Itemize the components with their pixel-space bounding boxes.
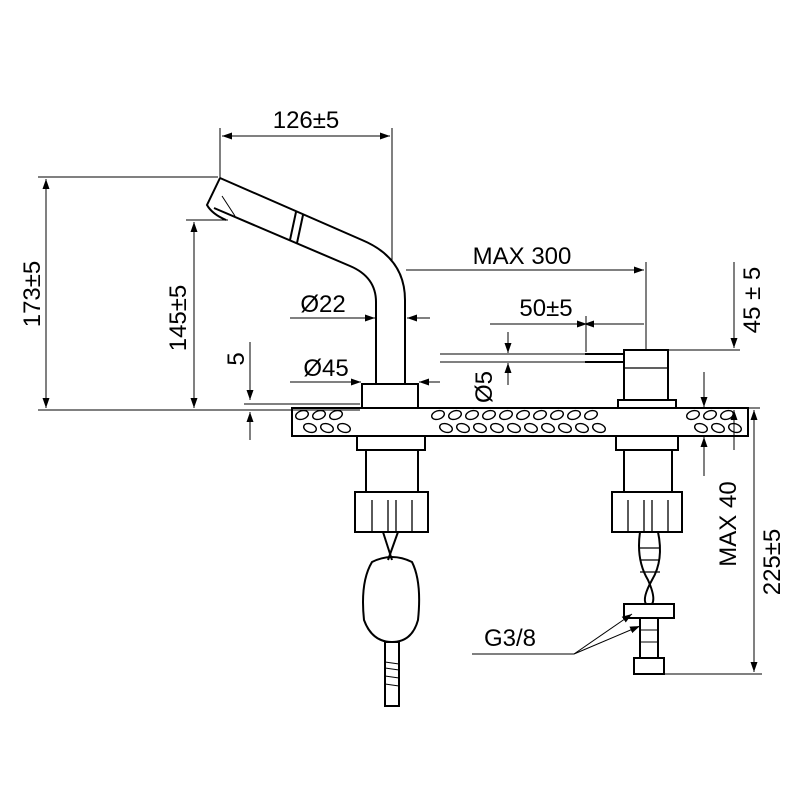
hatch-hole — [591, 422, 607, 434]
hatch-hole — [540, 422, 556, 434]
hatch-hole — [447, 409, 463, 421]
hatch-hole — [557, 422, 573, 434]
hatch-hole — [710, 422, 726, 434]
spout-height-label: 145±5 — [165, 285, 192, 352]
hatch-hole — [464, 409, 480, 421]
lever-reach-label: 50±5 — [519, 295, 572, 322]
hatch-hole — [336, 422, 352, 434]
connection-thread-label: G3/8 — [484, 625, 536, 652]
spout-diameter-label: Ø22 — [300, 291, 345, 318]
lever-control-body — [585, 349, 683, 675]
hatch-hole — [438, 422, 454, 434]
max-distance-label: MAX 300 — [473, 243, 572, 270]
hatch-hole — [702, 409, 718, 421]
hatch-hole — [523, 422, 539, 434]
hatch-hole — [693, 422, 709, 434]
spout-reach-label: 126±5 — [273, 107, 340, 134]
hatch-hole — [481, 409, 497, 421]
base-offset-label: 5 — [223, 352, 250, 365]
hatch-hole — [455, 422, 471, 434]
hatch-hole — [472, 422, 488, 434]
hatch-hole — [685, 409, 701, 421]
hatch-hole — [727, 422, 743, 434]
max-deck-thickness-label: MAX 40 — [715, 481, 742, 566]
hatch-hole — [302, 422, 318, 434]
dimension-lines — [38, 128, 762, 675]
hatch-hole — [319, 422, 335, 434]
hatch-hole — [489, 422, 505, 434]
hatch-hole — [311, 409, 327, 421]
hatch-hole — [549, 409, 565, 421]
hatch-hole — [430, 409, 446, 421]
countertop-hatch-pattern — [294, 409, 743, 434]
under-deck-length-label: 225±5 — [759, 529, 786, 596]
hatch-hole — [515, 409, 531, 421]
hatch-hole — [328, 409, 344, 421]
hatch-hole — [506, 422, 522, 434]
total-height-label: 173±5 — [19, 261, 46, 328]
hatch-hole — [532, 409, 548, 421]
lever-height-label: 45 ± 5 — [739, 267, 766, 334]
hatch-hole — [583, 409, 599, 421]
spout-mixer-body — [205, 177, 429, 707]
hatch-hole — [498, 409, 514, 421]
hatch-hole — [566, 409, 582, 421]
base-diameter-label: Ø45 — [303, 355, 348, 382]
hatch-hole — [719, 409, 735, 421]
countertop-section — [291, 407, 749, 437]
hatch-hole — [574, 422, 590, 434]
hatch-hole — [294, 409, 310, 421]
lever-diameter-label: Ø5 — [471, 371, 498, 403]
